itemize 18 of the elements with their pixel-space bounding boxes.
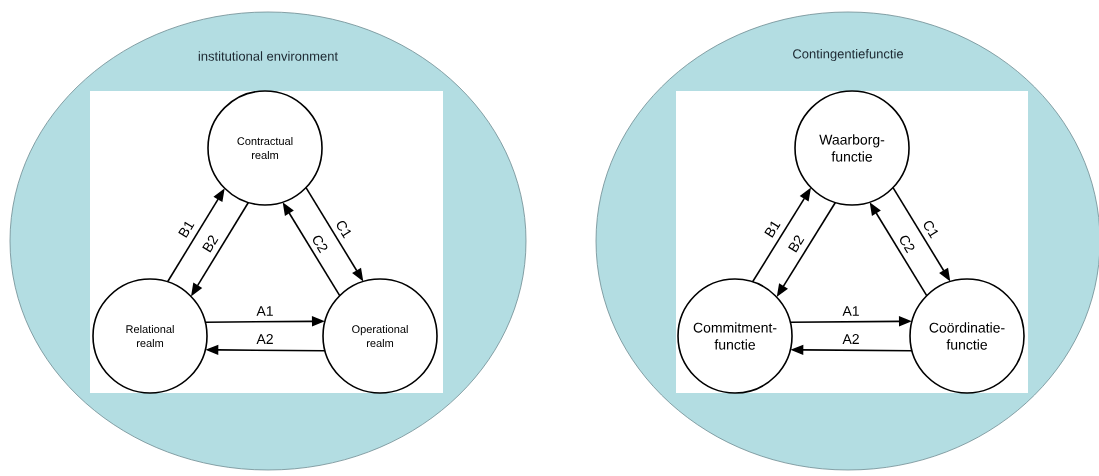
edge-label: B2	[788, 235, 805, 253]
edge-label: C1	[336, 221, 351, 239]
circle-node: Commitment- functie	[677, 278, 793, 394]
edge-label: B2	[202, 235, 219, 253]
edge-label: C2	[313, 235, 328, 254]
edge-label: A2	[842, 334, 859, 344]
edge-label: A1	[256, 306, 273, 316]
edge-label: B1	[178, 221, 195, 238]
edge-label: C1	[923, 221, 938, 239]
edge-label: A2	[256, 334, 273, 344]
circle-node: Contractual realm	[207, 90, 323, 206]
edge-label: B1	[764, 221, 781, 238]
edge-label: A1	[842, 306, 859, 316]
circle-node: Relational realm	[92, 278, 208, 394]
circle-node: Coördinatie- functie	[909, 278, 1025, 394]
circle-node: Operational realm	[322, 278, 438, 394]
circle-node: Waarborg- functie	[794, 90, 910, 206]
edge-label: C2	[900, 235, 915, 254]
